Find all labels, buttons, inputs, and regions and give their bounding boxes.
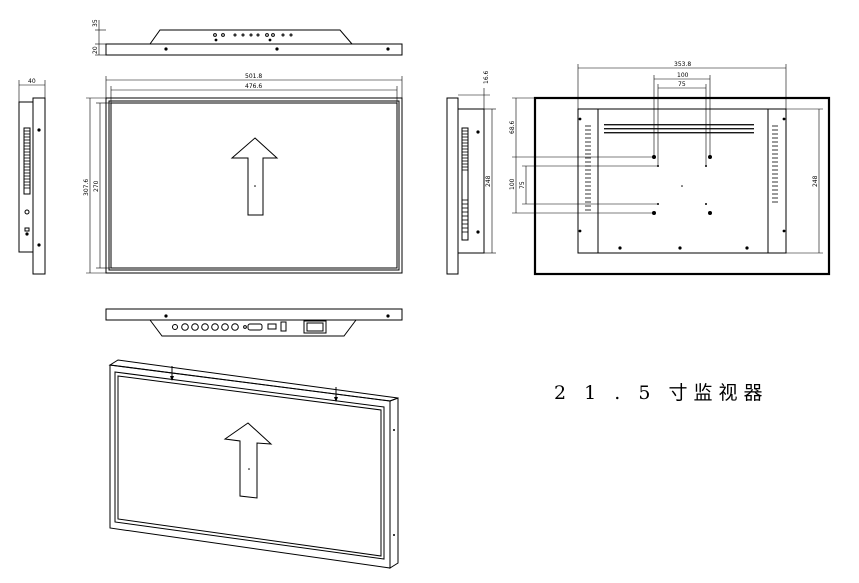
back-vesa-holes	[578, 117, 786, 250]
top-view: 35 20	[92, 19, 403, 56]
right-depth-label: 16.6	[483, 70, 490, 84]
left-side-vents	[24, 130, 30, 189]
back-upper-offset-label: 68.6	[509, 120, 516, 134]
front-outer-width-label: 501.8	[245, 73, 262, 80]
bottom-connectors	[164, 314, 390, 334]
front-view: 501.8 476.6 307.6 270	[83, 73, 403, 274]
back-width-label: 353.8	[674, 61, 691, 68]
top-height-a-label: 35	[92, 19, 99, 27]
left-side-dimensions: 40	[18, 78, 46, 102]
left-side-view: 40	[18, 78, 46, 275]
front-inner-height-label: 270	[93, 180, 100, 192]
right-height-label: 248	[485, 175, 492, 187]
front-inner-width-label: 476.6	[245, 83, 262, 90]
top-view-holes	[164, 33, 390, 51]
back-left-vents	[585, 125, 591, 211]
right-side-dimensions: 16.6 248	[458, 70, 496, 254]
top-view-dimensions: 35 20	[92, 19, 106, 56]
drawing-title: 2 1 . 5 寸监视器	[554, 382, 768, 404]
back-vesa-outer-label: 100	[677, 72, 689, 79]
back-view-dimensions: 353.8 100 75 68.6 100 75 248	[509, 61, 823, 254]
back-view: 353.8 100 75 68.6 100 75 248	[509, 61, 831, 276]
back-vesa-vertical-inner-label: 75	[519, 181, 526, 189]
right-side-view: 16.6 248	[446, 70, 496, 275]
right-side-vents	[462, 130, 468, 233]
front-outer-height-label: 307.6	[83, 179, 90, 196]
bottom-view	[105, 308, 403, 337]
back-vesa-vertical-outer-label: 100	[509, 178, 516, 190]
front-view-dimensions: 501.8 476.6 307.6 270	[83, 73, 403, 274]
top-height-b-label: 20	[92, 46, 99, 54]
back-vent-grid	[604, 124, 754, 134]
back-right-vents	[772, 125, 778, 203]
left-depth-label: 40	[28, 78, 36, 85]
perspective-up-arrow-icon	[223, 422, 273, 499]
perspective-view	[108, 359, 399, 569]
front-up-arrow-icon	[230, 137, 279, 216]
back-height-label: 248	[812, 175, 819, 187]
back-vesa-inner-label: 75	[678, 81, 686, 88]
